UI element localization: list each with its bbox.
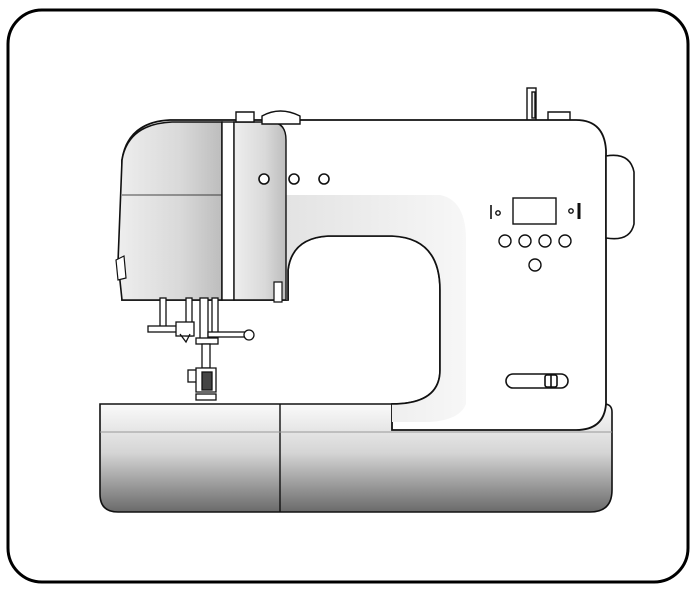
control-panel [490,197,581,272]
thread-cutter-icon [273,281,283,303]
top-button-row [258,173,330,185]
panel-button-icon [498,234,512,248]
speed-slider-icon [505,373,569,389]
top-button-icon [318,173,330,185]
lever-icon [115,255,127,281]
top-button-icon [288,173,300,185]
panel-button-icon [558,234,572,248]
lcd-screen [512,197,557,225]
machine-head [117,121,223,301]
machine-base [99,403,613,513]
presser-foot-icon [147,297,255,401]
handwheel-icon [605,154,635,240]
thread-guide [235,110,301,125]
panel-button-icon [538,234,552,248]
top-button-icon [258,173,270,185]
panel-button-icon [518,234,532,248]
panel-button-icon [528,258,542,272]
